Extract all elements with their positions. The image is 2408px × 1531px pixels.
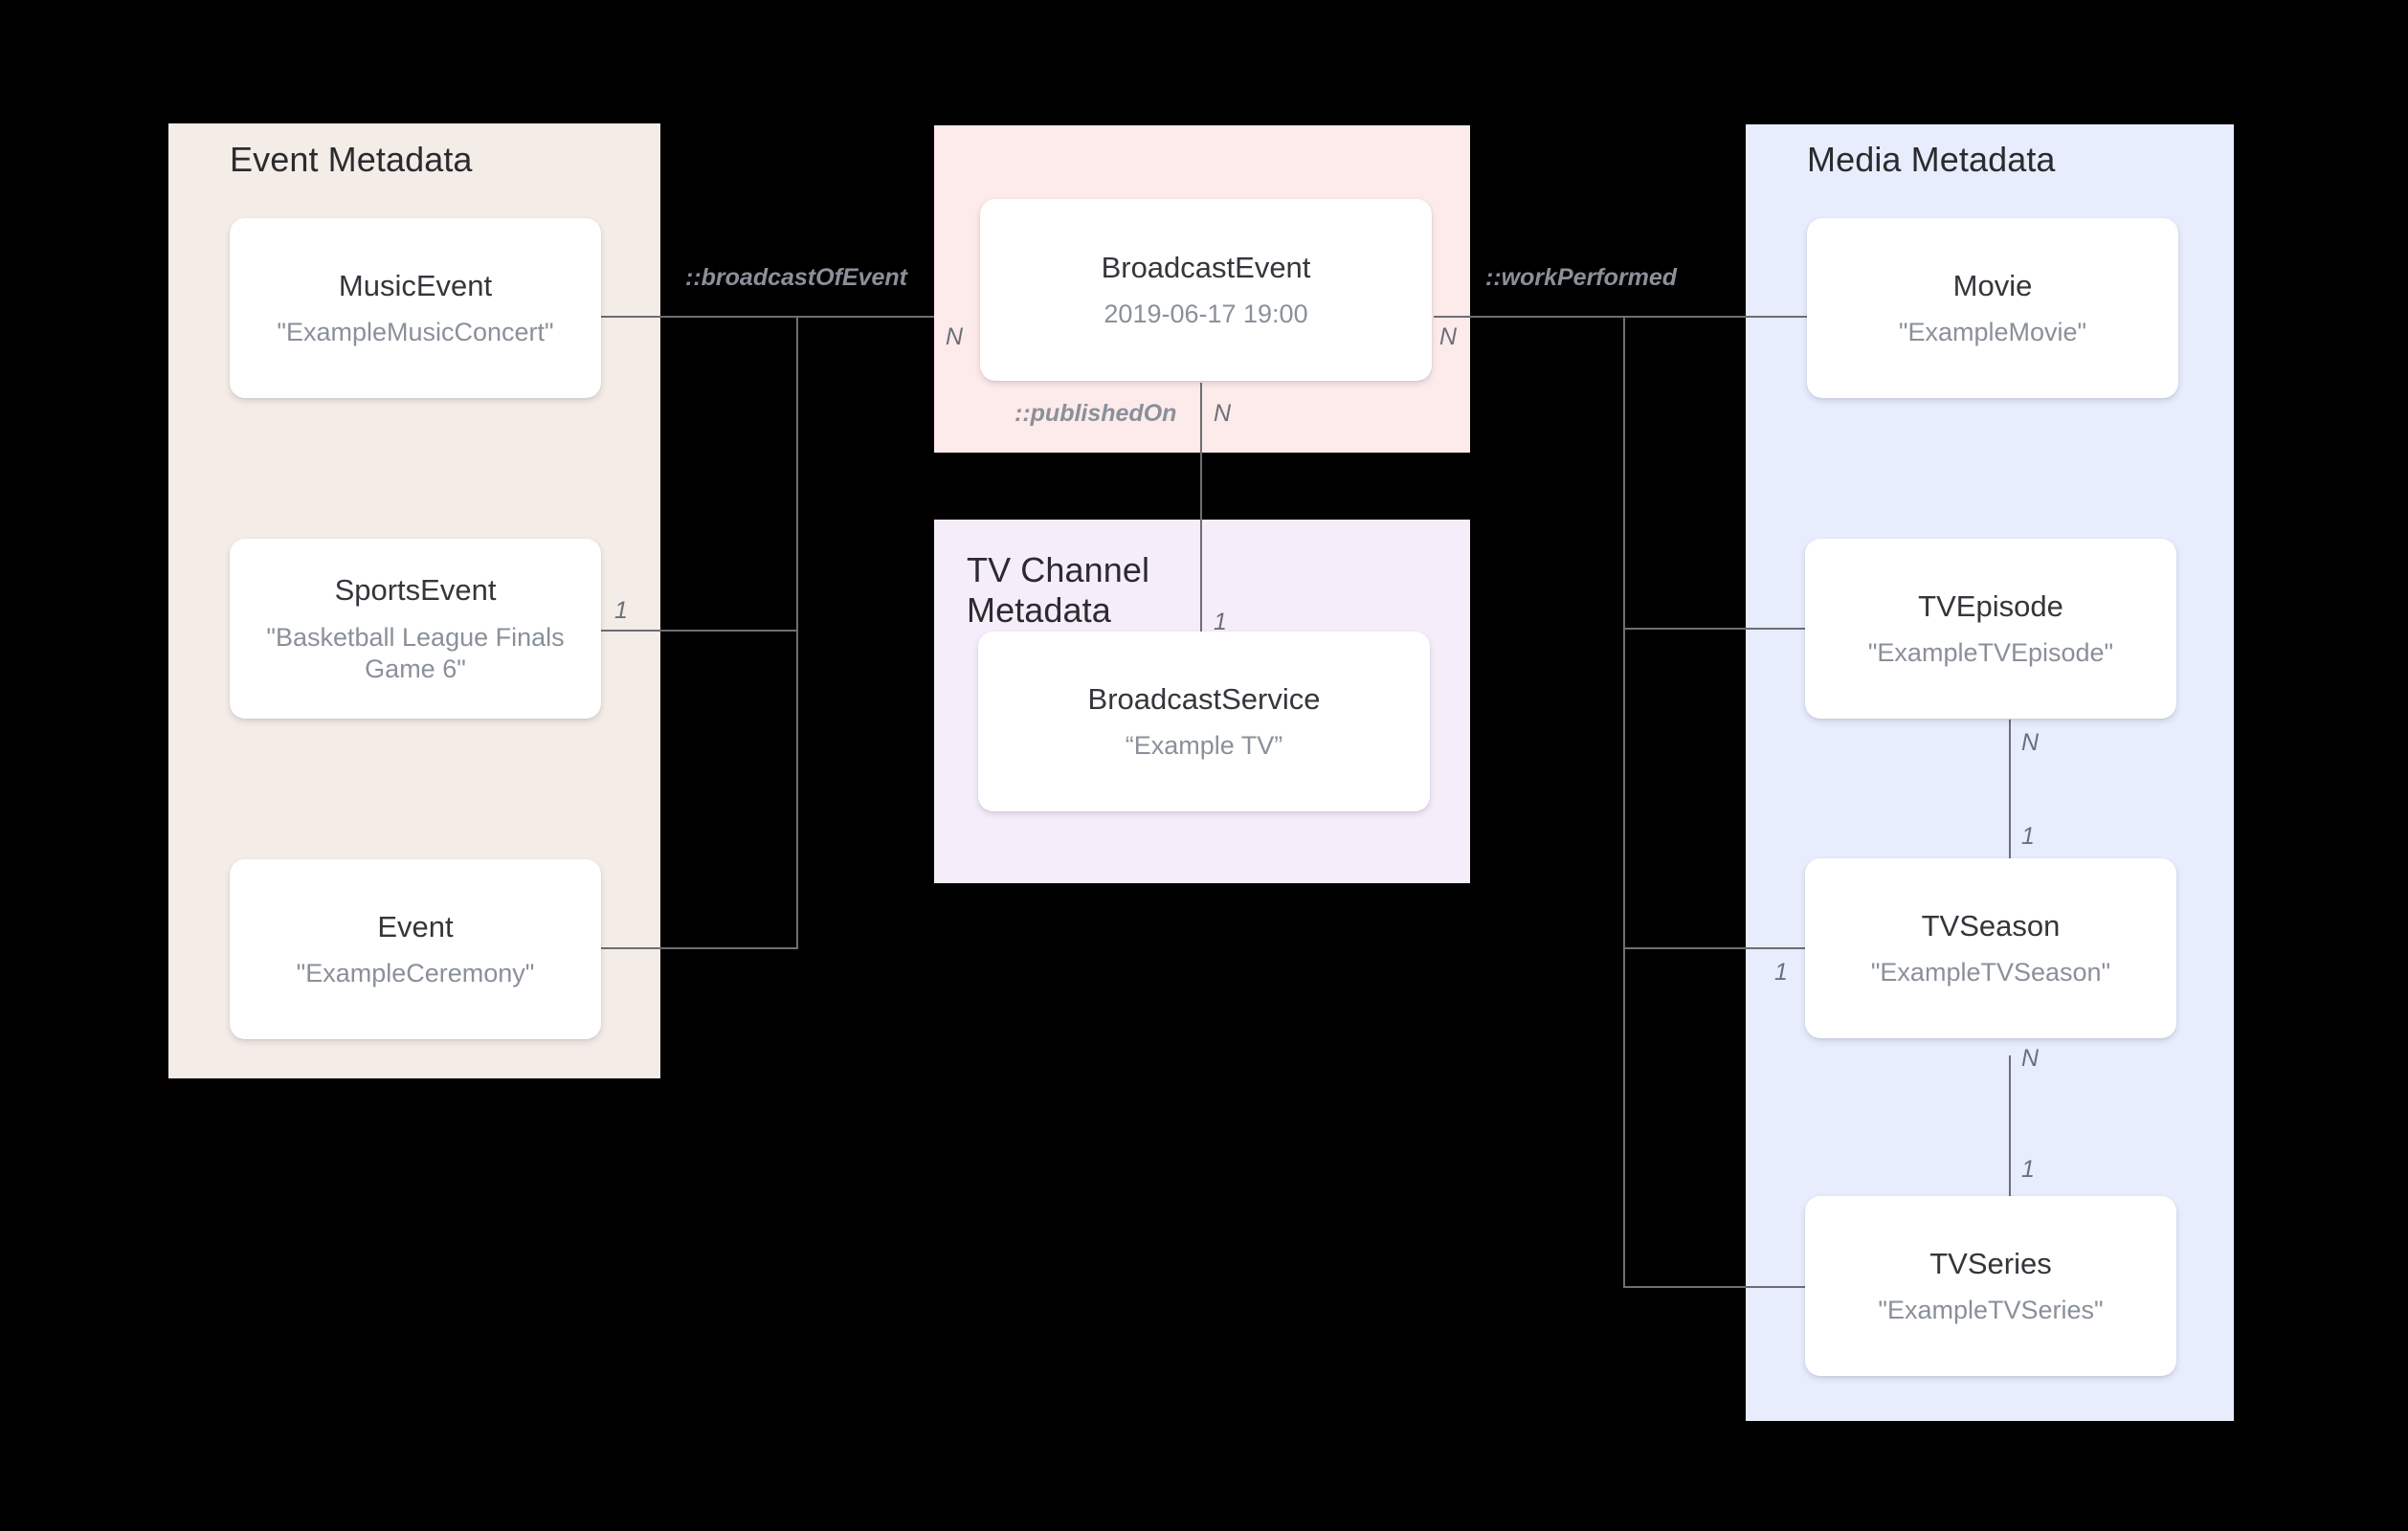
- node-broadcast-event[interactable]: BroadcastEvent 2019-06-17 19:00: [980, 199, 1432, 381]
- node-broadcast-service[interactable]: BroadcastService “Example TV”: [978, 632, 1430, 811]
- cardinality-sports-event-right: 1: [614, 597, 628, 624]
- connector-spine-to-broadcast-event: [601, 316, 934, 318]
- connector-sports-event-to-spine: [601, 630, 798, 632]
- cardinality-tv-season-left: 1: [1774, 959, 1788, 986]
- node-value: 2019-06-17 19:00: [1104, 300, 1308, 329]
- cardinality-broadcast-event-right: N: [1439, 323, 1458, 350]
- node-value: "ExampleTVEpisode": [1867, 638, 2114, 668]
- relation-label-published-on: ::publishedOn: [1014, 400, 1177, 427]
- relation-label-broadcast-of-event: ::broadcastOfEvent: [685, 264, 907, 291]
- relation-label-work-performed: ::workPerformed: [1485, 264, 1678, 291]
- connector-tv-episode-to-tv-season: [2009, 720, 2011, 901]
- connector-media-spine-to-tv-season: [1623, 947, 1815, 949]
- cardinality-tv-season-bottom: N: [2021, 1045, 2040, 1072]
- node-tv-season[interactable]: TVSeason "ExampleTVSeason": [1805, 858, 2176, 1038]
- node-value: "ExampleTVSeries": [1878, 1296, 2104, 1325]
- connector-tv-season-to-tv-series: [2009, 1055, 2011, 1209]
- node-tv-episode[interactable]: TVEpisode "ExampleTVEpisode": [1805, 539, 2176, 719]
- connector-event-to-spine: [601, 947, 798, 949]
- cardinality-broadcast-event-bottom: N: [1214, 400, 1232, 427]
- node-sports-event[interactable]: SportsEvent "Basketball League Finals Ga…: [230, 539, 601, 719]
- connector-media-spine-vertical: [1623, 316, 1625, 1288]
- node-value: "ExampleMusicConcert": [277, 318, 554, 347]
- node-title: MusicEvent: [338, 268, 493, 302]
- node-value: "Basketball League Finals Game 6": [266, 622, 565, 683]
- node-title: BroadcastService: [1087, 681, 1321, 716]
- connector-media-spine-to-tv-episode: [1623, 628, 1815, 630]
- node-title: TVSeries: [1929, 1246, 2052, 1280]
- node-music-event[interactable]: MusicEvent "ExampleMusicConcert": [230, 218, 601, 398]
- cardinality-tv-series-top: 1: [2021, 1156, 2035, 1183]
- group-title-tv-channel-metadata: TV Channel Metadata: [967, 550, 1150, 631]
- node-title: BroadcastEvent: [1101, 250, 1311, 284]
- connector-broadcast-event-to-broadcast-service: [1200, 383, 1202, 756]
- node-tv-series[interactable]: TVSeries "ExampleTVSeries": [1805, 1196, 2176, 1376]
- group-title-media-metadata: Media Metadata: [1807, 140, 2056, 179]
- cardinality-broadcast-event-left: N: [946, 323, 964, 350]
- node-event[interactable]: Event "ExampleCeremony": [230, 859, 601, 1039]
- node-title: TVSeason: [1921, 908, 2061, 943]
- cardinality-tv-season-top: 1: [2021, 823, 2035, 850]
- node-title: Movie: [1952, 268, 2033, 302]
- group-title-event-metadata: Event Metadata: [230, 140, 473, 179]
- cardinality-broadcast-service-top: 1: [1214, 609, 1227, 635]
- node-title: TVEpisode: [1918, 588, 2063, 623]
- node-title: SportsEvent: [334, 573, 497, 608]
- node-movie[interactable]: Movie "ExampleMovie": [1807, 218, 2178, 398]
- node-value: "ExampleMovie": [1898, 318, 2087, 347]
- node-value: "ExampleTVSeason": [1870, 958, 2111, 987]
- connector-event-spine-vertical: [796, 316, 798, 949]
- connector-media-spine-to-tv-series: [1623, 1286, 1815, 1288]
- node-value: “Example TV”: [1125, 731, 1283, 761]
- cardinality-tv-episode-bottom: N: [2021, 729, 2040, 756]
- node-title: Event: [377, 909, 454, 943]
- node-value: "ExampleCeremony": [296, 959, 535, 988]
